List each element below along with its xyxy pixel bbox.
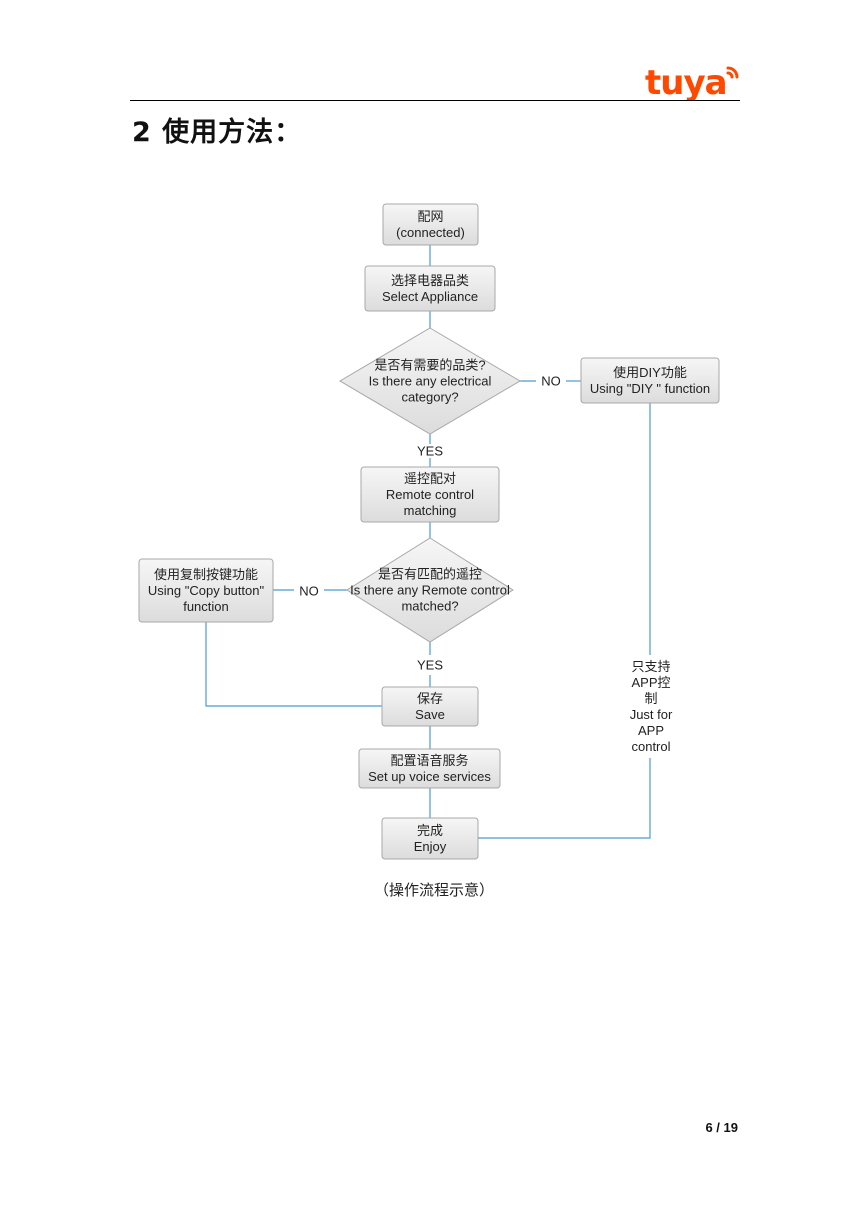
node-save-line: Save [415,707,445,722]
node-copy-button-line: Using "Copy button" [148,583,265,598]
node-diy-function-line: 使用DIY功能 [613,365,687,380]
node-save-line: 保存 [417,691,443,706]
connector-line [478,758,651,839]
label-app-only-line: Just for [630,707,673,722]
decision-category-decision-line: 是否有需要的品类? [374,358,485,373]
node-remote-matching-line: matching [404,503,457,518]
label-app-only-line: APP控 [631,675,670,690]
decision-category-decision-line: Is there any electrical [369,374,492,389]
node-remote-matching-line: Remote control [386,487,474,502]
node-enjoy-line: 完成 [417,823,443,838]
decision-category-decision-line: category? [401,390,458,405]
node-start-line: (connected) [396,225,465,240]
node-copy-button-line: function [183,599,229,614]
label-app-only-line: 只支持 [631,659,670,674]
node-select-appliance-line: 选择电器品类 [391,273,469,288]
label-app-only-line: 制 [644,691,657,706]
node-copy-button-line: 使用复制按键功能 [154,567,258,582]
connector-line [205,622,382,707]
tuya-logo: tuya [645,63,739,100]
node-start-line: 配网 [417,209,443,224]
node-diy-function-line: Using "DIY " function [590,381,710,396]
tuya-logo-text: tuya [645,63,727,100]
figure-caption: （操作流程示意） [373,881,494,899]
decision-remote-decision-line: 是否有匹配的遥控 [378,567,482,582]
decision-remote-decision-line: matched? [401,599,458,614]
flow-connectors [205,245,651,839]
page-number: 6 / 19 [705,1120,738,1135]
header-rule [130,100,740,101]
decision-category-decision: 是否有需要的品类?Is there any electricalcategory… [339,327,521,435]
node-enjoy-line: Enjoy [414,839,447,854]
node-voice-services-line: Set up voice services [368,769,491,784]
label-no-category: NO [541,374,561,389]
node-remote-matching-line: 遥控配对 [404,471,456,486]
label-no-remote: NO [299,584,319,599]
node-voice-services-line: 配置语音服务 [390,753,468,768]
label-app-only-line: control [631,739,670,754]
node-select-appliance-line: Select Appliance [382,289,478,304]
label-yes-remote: YES [417,658,443,673]
label-yes-category: YES [417,444,443,459]
section-title: 2 使用方法： [132,117,303,148]
label-app-only-line: APP [638,723,664,738]
decision-remote-decision-line: Is there any Remote control [350,583,510,598]
node-start: 配网(connected) [382,203,479,246]
